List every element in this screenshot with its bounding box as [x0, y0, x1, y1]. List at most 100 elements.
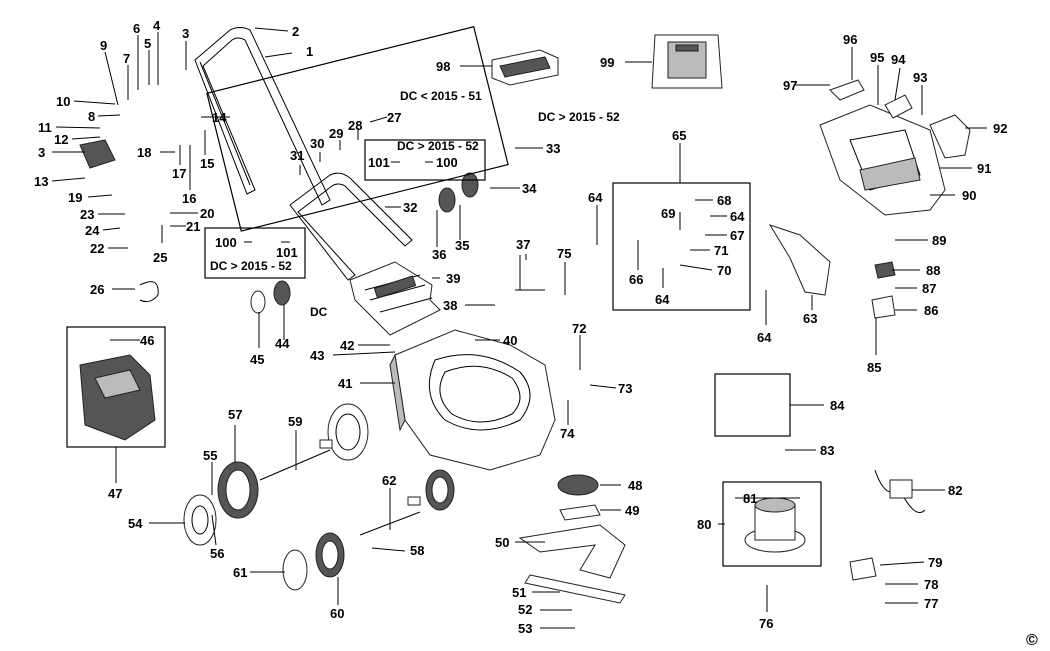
box-84 [714, 373, 791, 437]
label-66: 66 [629, 272, 643, 287]
baffle-50 [518, 524, 626, 579]
label-1: 1 [306, 44, 313, 59]
leader-lines [51, 27, 987, 629]
label-2: 2 [292, 24, 299, 39]
label-64c: 64 [655, 292, 670, 307]
caption-dc-gt-2015-52-top: DC > 2015 - 52 [538, 110, 620, 124]
label-13: 13 [34, 174, 48, 189]
label-100a: 100 [436, 155, 458, 170]
wheel-cover-61 [282, 549, 308, 591]
caption-dc: DC [310, 305, 328, 319]
label-41: 41 [338, 376, 352, 391]
spring-37 [515, 255, 545, 291]
label-39: 39 [446, 271, 460, 286]
label-28: 28 [348, 118, 362, 133]
label-50: 50 [495, 535, 509, 550]
label-12: 12 [54, 132, 68, 147]
wheel-rear-large [327, 403, 369, 461]
label-65: 65 [672, 128, 686, 143]
label-62: 62 [382, 473, 396, 488]
label-94: 94 [891, 52, 906, 67]
label-20: 20 [200, 206, 214, 221]
label-91: 91 [977, 161, 991, 176]
label-93: 93 [913, 70, 927, 85]
copyright-symbol: © [1026, 632, 1038, 649]
label-67: 67 [730, 228, 744, 243]
label-16: 16 [182, 191, 196, 206]
label-7: 7 [123, 51, 130, 66]
wiring-82 [874, 469, 926, 513]
part-96 [829, 79, 865, 101]
label-84: 84 [830, 398, 845, 413]
label-47: 47 [108, 486, 122, 501]
label-10: 10 [56, 94, 70, 109]
label-4: 4 [153, 18, 161, 33]
label-15: 15 [200, 156, 214, 171]
label-78: 78 [924, 577, 938, 592]
label-82: 82 [948, 483, 962, 498]
handle-lower [289, 172, 413, 281]
label-75: 75 [557, 246, 571, 261]
part-94 [884, 94, 913, 119]
label-96: 96 [843, 32, 857, 47]
label-3a: 3 [182, 26, 189, 41]
label-53: 53 [518, 621, 532, 636]
label-11: 11 [38, 120, 52, 135]
label-37: 37 [516, 237, 530, 252]
box-100-101-left [204, 227, 306, 279]
label-38: 38 [443, 298, 457, 313]
height-adjust-wheel-45 [250, 290, 266, 314]
label-73: 73 [618, 381, 632, 396]
label-5: 5 [144, 36, 151, 51]
label-61: 61 [233, 565, 247, 580]
label-40: 40 [503, 333, 517, 348]
label-30: 30 [310, 136, 324, 151]
label-101a: 101 [368, 155, 390, 170]
label-77: 77 [924, 596, 938, 611]
part-number-labels: 1 2 3 4 5 6 7 9 10 8 11 12 3 13 19 23 24… [34, 18, 1007, 636]
label-24: 24 [85, 223, 100, 238]
label-29: 29 [329, 126, 343, 141]
motor-80 [744, 497, 806, 553]
label-17: 17 [172, 166, 186, 181]
label-64b: 64 [730, 209, 745, 224]
label-51: 51 [512, 585, 526, 600]
label-48: 48 [628, 478, 642, 493]
label-63: 63 [803, 311, 817, 326]
label-85: 85 [867, 360, 881, 375]
label-76: 76 [759, 616, 773, 631]
captions: DC < 2015 - 51 DC > 2015 - 52 DC > 2015 … [210, 89, 1038, 649]
label-68: 68 [717, 193, 731, 208]
wheel-cover-54 [183, 494, 217, 546]
label-22: 22 [90, 241, 104, 256]
label-43: 43 [310, 348, 324, 363]
label-45: 45 [250, 352, 264, 367]
cable-26 [139, 281, 159, 303]
switch-box-3 [79, 139, 116, 169]
label-57: 57 [228, 407, 242, 422]
label-99: 99 [600, 55, 614, 70]
label-87: 87 [922, 281, 936, 296]
label-52: 52 [518, 602, 532, 617]
label-79: 79 [928, 555, 942, 570]
wheel-57 [217, 461, 259, 519]
label-44: 44 [275, 336, 290, 351]
label-59: 59 [288, 414, 302, 429]
label-71: 71 [714, 243, 728, 258]
label-64a: 64 [588, 190, 603, 205]
label-83: 83 [820, 443, 834, 458]
label-32: 32 [403, 200, 417, 215]
label-8: 8 [88, 109, 95, 124]
label-86: 86 [924, 303, 938, 318]
label-90: 90 [962, 188, 976, 203]
label-23: 23 [80, 207, 94, 222]
box-dc-lt-2015-51 [206, 25, 509, 232]
wheel-front-right [425, 469, 455, 511]
height-adjust-wheel-34 [461, 172, 479, 198]
rear-discharge-cover [819, 104, 946, 216]
label-25: 25 [153, 250, 167, 265]
label-26: 26 [90, 282, 104, 297]
caption-dc-gt-2015-52-left: DC > 2015 - 52 [210, 259, 292, 273]
label-19: 19 [68, 190, 82, 205]
motor-cover-47 [79, 354, 156, 441]
